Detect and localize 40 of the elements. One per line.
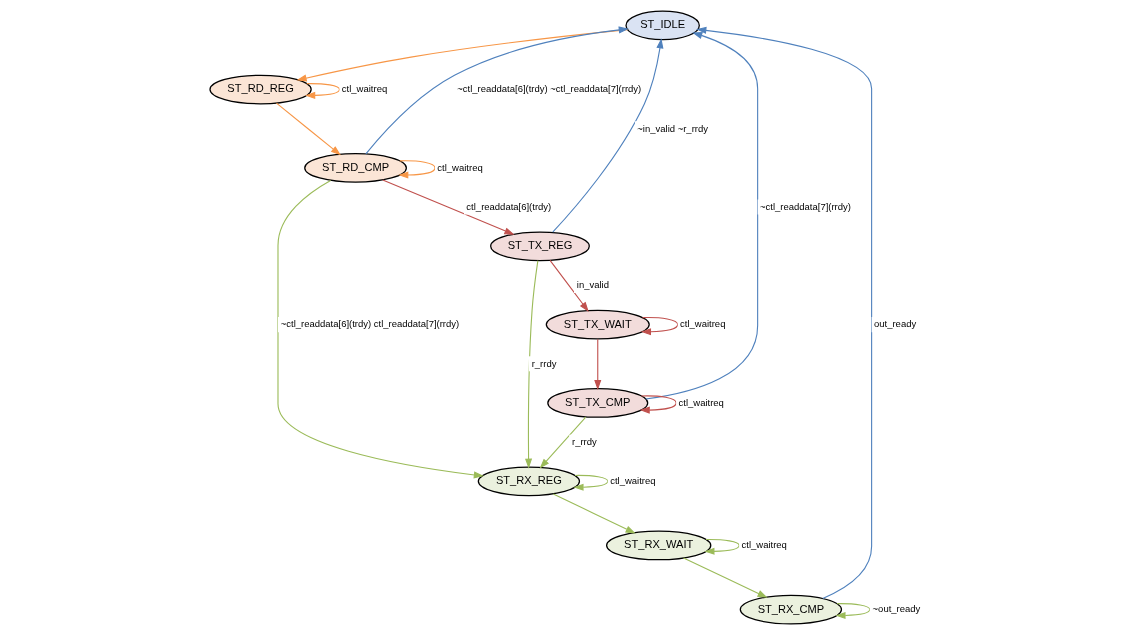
- node-ellipse: ST_RX_REG: [477, 466, 581, 497]
- arrow: [683, 557, 768, 598]
- arrow: [525, 260, 539, 469]
- edge-label: in_valid: [576, 279, 609, 291]
- edge-label: out_ready: [874, 318, 917, 330]
- node-ellipse: ST_TX_REG: [490, 231, 590, 262]
- edge-label: ctl_readdata[6](trdy): [466, 200, 552, 212]
- edge-label: ctl_waitreq: [610, 475, 656, 487]
- arrow: [835, 603, 871, 619]
- arrow: [382, 179, 515, 235]
- arrow: [539, 416, 587, 469]
- edge-label: ctl_waitreq: [678, 396, 724, 408]
- edge-label: r_rrdy: [572, 436, 597, 448]
- arrow: [398, 160, 436, 179]
- edge-label: ctl_waitreq: [741, 539, 787, 551]
- arrow: [594, 338, 602, 391]
- arrow: [704, 538, 740, 555]
- edge-label: ~ctl_readdata[6](trdy) ctl_readdata[7](rrdy): [280, 318, 460, 330]
- edge-label: ~out_ready: [872, 603, 921, 615]
- arrow: [640, 316, 679, 336]
- edge-label: ~ctl_readdata[7](rrdy): [760, 200, 851, 212]
- arrow: [552, 493, 636, 534]
- edge-label: ctl_waitreq: [437, 161, 483, 173]
- node-ellipse: ST_RX_WAIT: [606, 530, 712, 561]
- arrow: [696, 26, 873, 599]
- edge-label: ctl_waitreq: [341, 83, 388, 95]
- edge-label: ~ctl_readdata[6](trdy) ~ctl_readdata[7](rrdy): [457, 83, 642, 95]
- arrow: [645, 32, 759, 400]
- arrow: [275, 102, 341, 156]
- edge-label: ~in_valid ~r_rrdy: [637, 122, 708, 134]
- node-ellipse: ST_IDLE: [625, 10, 700, 41]
- arrow: [305, 83, 341, 99]
- arrow: [552, 38, 664, 233]
- arrow: [639, 395, 677, 414]
- edge-label: ctl_waitreq: [680, 318, 726, 330]
- edge-label: r_rrdy: [531, 357, 557, 369]
- node-ellipse: ST_RX_CMP: [739, 594, 843, 625]
- arrow: [573, 474, 609, 491]
- arrow: [365, 26, 629, 155]
- arrow: [549, 259, 589, 312]
